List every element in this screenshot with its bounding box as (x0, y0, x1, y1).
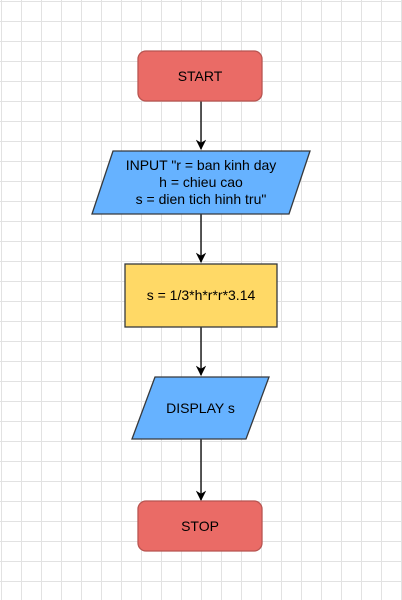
input-parallelogram[interactable] (91, 150, 311, 215)
process-box[interactable] (124, 263, 278, 328)
output-parallelogram[interactable] (131, 376, 270, 440)
output-label: DISPLAY s (166, 399, 235, 416)
stop-label: STOP (181, 517, 219, 534)
process-label: s = 1/3*h*r*r*3.14 (146, 287, 256, 303)
start-terminator[interactable] (137, 50, 263, 102)
input-label: INPUT "r = ban kinh day h = chieu cao s … (125, 157, 277, 207)
stop-terminator[interactable] (137, 500, 263, 552)
start-label: START (177, 67, 223, 84)
